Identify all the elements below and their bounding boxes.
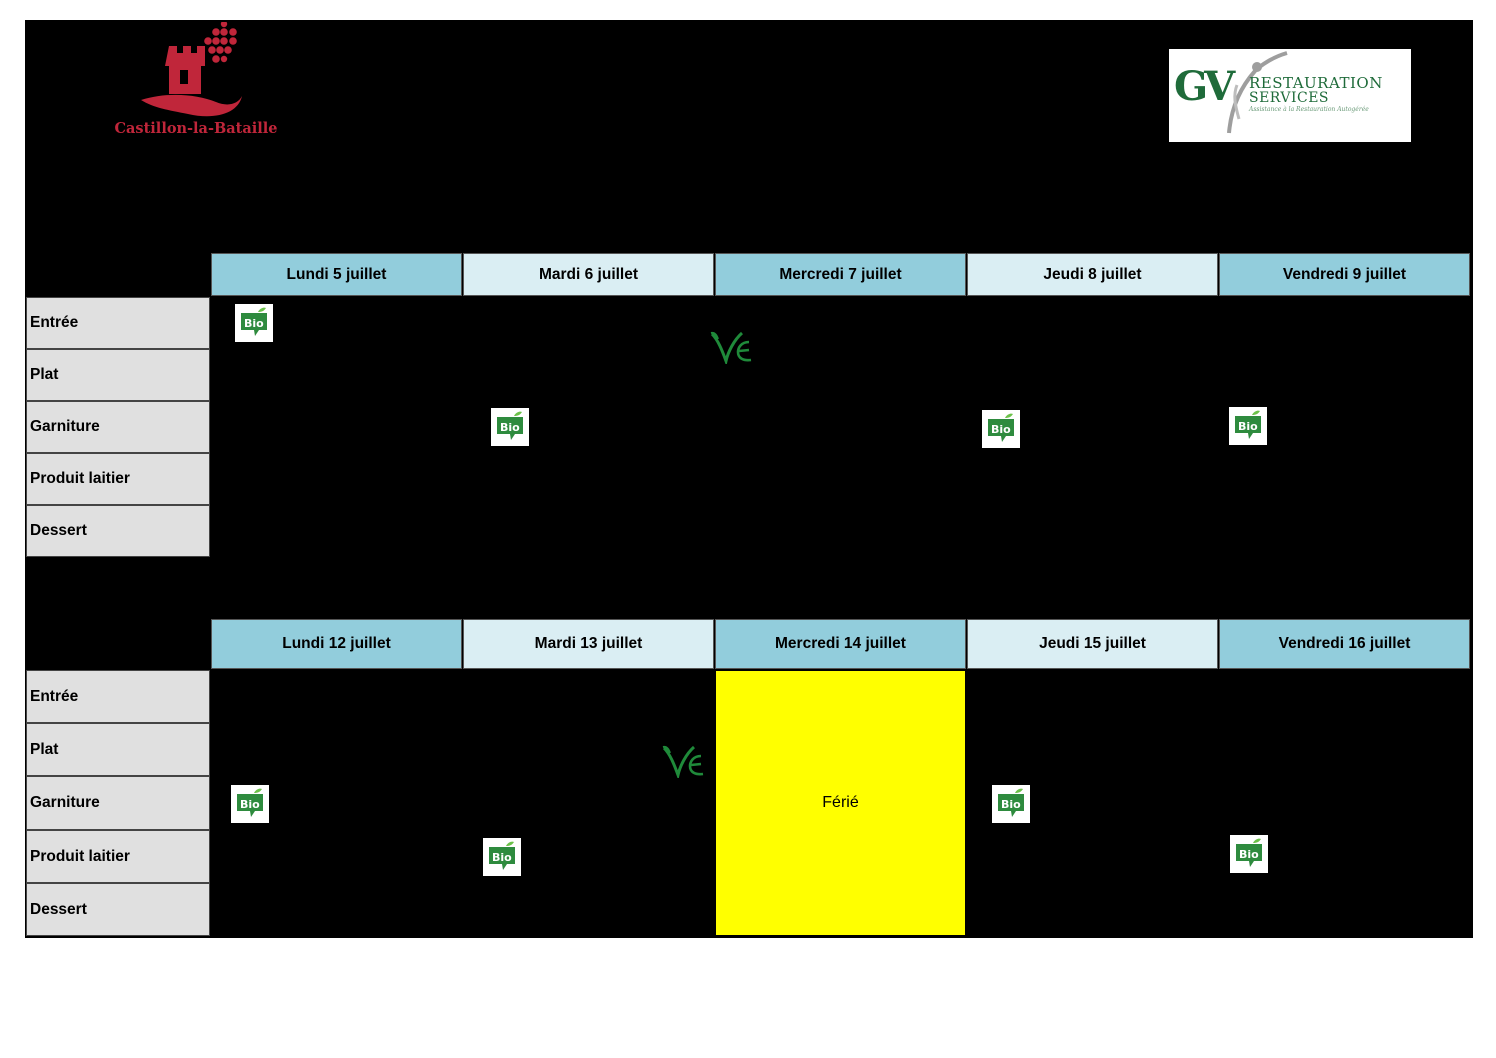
bio-label-icon: Bio [491,408,529,446]
bio-label-icon: Bio [1230,835,1268,873]
svg-text:Bio: Bio [991,423,1011,436]
week1-day-header-fri: Vendredi 9 juillet [1219,253,1470,296]
castillon-caption: Castillon-la-Bataille [114,120,278,137]
week2-day-header-fri: Vendredi 16 juillet [1219,619,1470,669]
bio-label-icon: Bio [235,304,273,342]
week2-row-label-garniture: Garniture [26,776,210,830]
svg-text:Bio: Bio [1238,420,1258,433]
week2-day-header-wed: Mercredi 14 juillet [715,619,966,669]
gv-restauration-logo: GV RESTAURATION SERVICES Assistance à la… [1169,49,1411,142]
week1-row-label-produit-laitier: Produit laitier [26,453,210,505]
week2-day-header-thu: Jeudi 15 juillet [967,619,1218,669]
bio-label-icon: Bio [982,410,1020,448]
week1-day-header-mon: Lundi 5 juillet [211,253,462,296]
bio-label-icon: Bio [483,838,521,876]
week2-row-label-produit-laitier: Produit laitier [26,830,210,883]
holiday-label: Férié [822,794,859,811]
gv-tagline: Assistance à la Restauration Autogérée [1249,106,1369,113]
week2-row-label-plat: Plat [26,723,210,776]
svg-text:Bio: Bio [240,798,260,811]
week1-row-label-garniture: Garniture [26,401,210,453]
gv-letters: GV [1174,63,1235,110]
castle-emblem-icon [141,20,242,117]
week1-row-label-plat: Plat [26,349,210,401]
svg-text:Bio: Bio [1001,798,1021,811]
bio-label-icon: Bio [992,785,1030,823]
week2-day-header-tue: Mardi 13 juillet [463,619,714,669]
week2-row-label-entree: Entrée [26,670,210,723]
gv-figure-icon [1227,51,1288,134]
gv-restauration-text: RESTAURATION [1249,74,1383,92]
castillon-logo: Castillon-la-Bataille [96,20,296,142]
week2-row-label-dessert: Dessert [26,883,210,936]
week1-day-header-wed: Mercredi 7 juillet [715,253,966,296]
vegetarian-leaf-icon [661,744,707,781]
svg-text:Bio: Bio [492,851,512,864]
week1-row-label-entree: Entrée [26,297,210,349]
gv-services-text: SERVICES [1249,90,1330,106]
week1-day-header-tue: Mardi 6 juillet [463,253,714,296]
bio-label-icon: Bio [1229,407,1267,445]
vegetarian-leaf-icon [709,330,755,367]
week1-day-header-thu: Jeudi 8 juillet [967,253,1218,296]
week2-day-header-mon: Lundi 12 juillet [211,619,462,669]
svg-text:Bio: Bio [1239,848,1259,861]
holiday-cell: Férié [716,671,965,935]
svg-text:Bio: Bio [500,421,520,434]
week1-row-label-dessert: Dessert [26,505,210,557]
svg-text:Bio: Bio [244,317,264,330]
bio-label-icon: Bio [231,785,269,823]
